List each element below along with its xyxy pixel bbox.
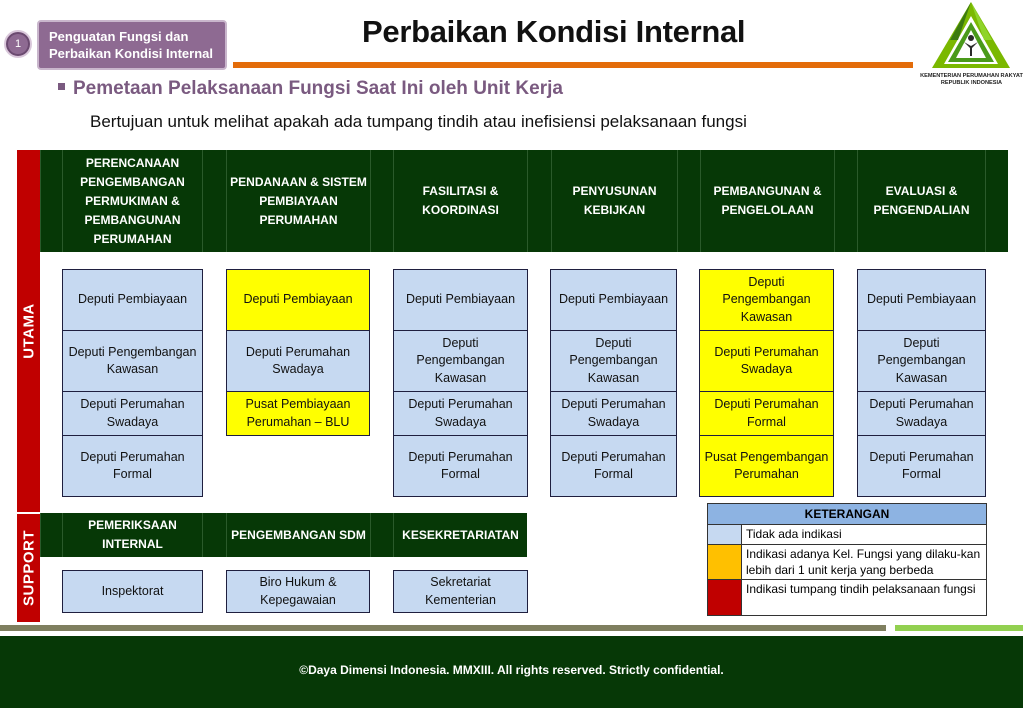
unit-box: Deputi Perumahan Swadaya [62,391,203,436]
unit-box: Pusat Pengembangan Perumahan [699,435,834,497]
unit-box: Deputi Pembiayaan [62,269,203,331]
utama-header-4: PENYUSUNAN KEBIJKAN [551,150,677,252]
side-label-utama-text: UTAMA [20,303,37,359]
header-spacer [527,150,551,252]
legend-text: Indikasi tumpang tindih pelaksanaan fung… [746,582,976,596]
unit-box: Deputi Pengembangan Kawasan [62,330,203,392]
unit-box: Deputi Perumahan Formal [857,435,986,497]
unit-box: Deputi Pembiayaan [393,269,528,331]
unit-box: Deputi Pembiayaan [550,269,677,331]
unit-box: Deputi Perumahan Swadaya [699,330,834,392]
footer-rule-accent [895,625,1023,631]
side-label-support-text: SUPPORT [20,529,37,607]
support-unit-box: Inspektorat [62,570,203,613]
support-header-2: PENGEMBANGAN SDM [226,513,370,557]
bullet-title: Pemetaan Pelaksanaan Fungsi Saat Ini ole… [58,78,563,100]
unit-box: Deputi Perumahan Formal [550,435,677,497]
unit-box: Deputi Perumahan Formal [62,435,203,497]
header-spacer [677,150,700,252]
unit-box: Deputi Pembiayaan [857,269,986,331]
legend-text: Indikasi adanya Kel. Fungsi yang dilaku-… [746,547,981,577]
section-tab: Penguatan Fungsi dan Perbaikan Kondisi I… [37,20,227,70]
footer-rule [0,625,886,631]
header-spacer [985,150,1008,252]
page-title: Perbaikan Kondisi Internal [362,14,746,49]
unit-box: Deputi Perumahan Swadaya [393,391,528,436]
unit-box: Deputi Pengembangan Kawasan [699,269,834,331]
unit-box: Deputi Perumahan Swadaya [226,330,370,392]
unit-box: Deputi Pengembangan Kawasan [857,330,986,392]
utama-header-3: FASILITASI & KOORDINASI [393,150,527,252]
footer-text: ©Daya Dimensi Indonesia. MMXIII. All rig… [299,663,724,677]
unit-box: Pusat Pembiayaan Perumahan – BLU [226,391,370,436]
legend: KETERANGAN Tidak ada indikasi Indikasi a… [707,503,987,616]
bullet-title-text: Pemetaan Pelaksanaan Fungsi Saat Ini ole… [73,78,563,99]
logo-text-line1: KEMENTERIAN PERUMAHAN RAKYAT [920,73,1023,79]
header-spacer [202,513,226,557]
ministry-logo: KEMENTERIAN PERUMAHAN RAKYAT REPUBLIK IN… [920,0,1023,90]
support-unit-box: Biro Hukum & Kepegawaian [226,570,370,613]
support-header-1: PEMERIKSAAN INTERNAL [62,513,202,557]
header-spacer [40,513,62,557]
support-unit-box: Sekretariat Kementerian [393,570,528,613]
support-header-3: KESEKRETARIATAN [393,513,527,557]
utama-header-1: PERENCANAAN PENGEMBANGAN PERMUKIMAN & PE… [62,150,202,252]
legend-swatch-blue [708,525,742,544]
bullet-square-icon [58,83,65,91]
legend-swatch-red [708,580,742,615]
section-tab-line1: Penguatan Fungsi dan [49,29,189,44]
legend-row: Tidak ada indikasi [708,525,986,545]
header-spacer [370,150,393,252]
unit-box: Deputi Pengembangan Kawasan [393,330,528,392]
header-spacer [370,513,393,557]
header-spacer [834,150,857,252]
unit-box: Deputi Perumahan Formal [699,391,834,436]
unit-box: Deputi Pengembangan Kawasan [550,330,677,392]
legend-swatch-orange [708,545,742,579]
side-label-support: SUPPORT [17,514,40,622]
section-number-badge: 1 [4,30,32,58]
legend-row: Indikasi adanya Kel. Fungsi yang dilaku-… [708,545,986,580]
legend-title: KETERANGAN [708,504,986,525]
side-label-utama: UTAMA [17,150,40,512]
utama-header-5: PEMBANGUNAN & PENGELOLAAN [700,150,834,252]
utama-header-6: EVALUASI & PENGENDALIAN [857,150,985,252]
legend-row: Indikasi tumpang tindih pelaksanaan fung… [708,580,986,615]
logo-text-line2: REPUBLIK INDONESIA [940,80,1003,86]
header-spacer [202,150,226,252]
unit-box: Deputi Pembiayaan [226,269,370,331]
legend-text: Tidak ada indikasi [746,527,842,541]
ministry-logo-icon [932,2,1010,68]
footer: ©Daya Dimensi Indonesia. MMXIII. All rig… [0,636,1023,708]
section-tab-line2: Perbaikan Kondisi Internal [49,46,213,61]
unit-box: Deputi Perumahan Swadaya [857,391,986,436]
subtitle: Bertujuan untuk melihat apakah ada tumpa… [90,112,747,131]
unit-box: Deputi Perumahan Swadaya [550,391,677,436]
unit-box: Deputi Perumahan Formal [393,435,528,497]
header-spacer [40,150,62,252]
title-underline [233,62,913,68]
utama-header-2: PENDANAAN & SISTEM PEMBIAYAAN PERUMAHAN [226,150,370,252]
